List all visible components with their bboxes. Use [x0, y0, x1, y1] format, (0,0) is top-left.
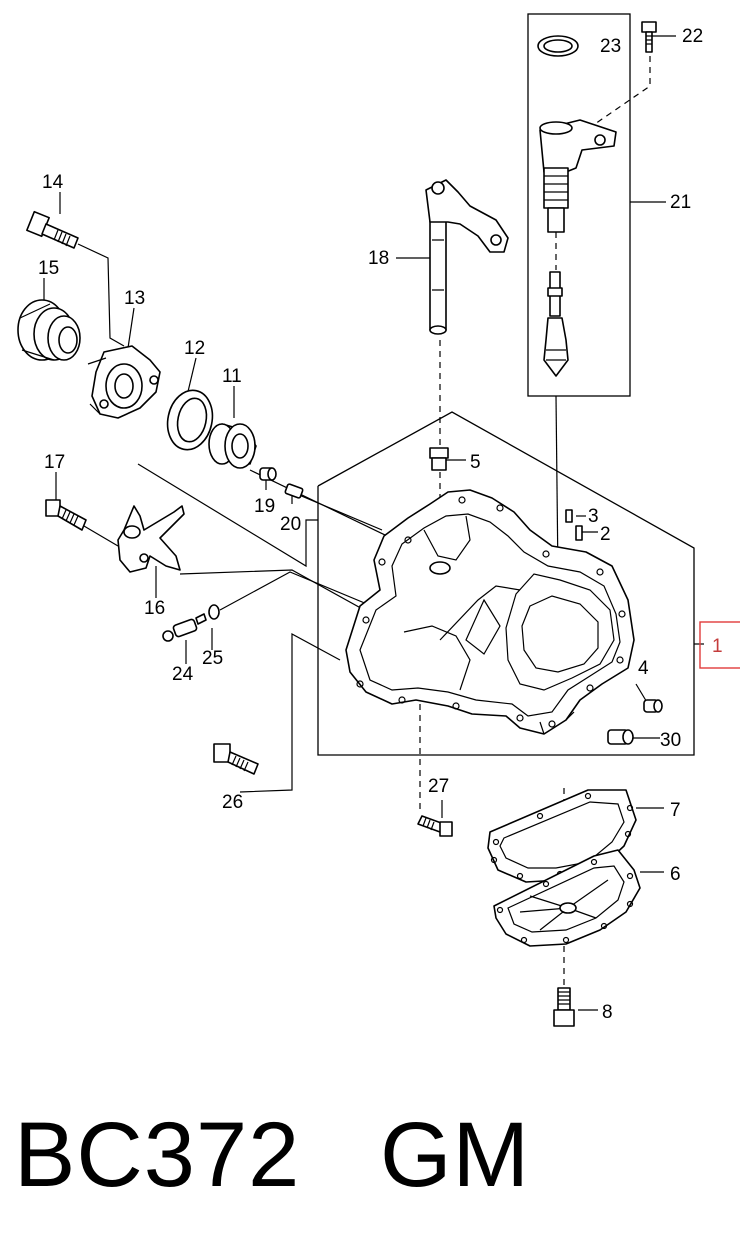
- washer-12-icon: [166, 389, 214, 451]
- shift-shaft-18-icon: [425, 179, 509, 335]
- washer-25-icon: [208, 604, 220, 620]
- plug-19-icon: [259, 467, 277, 481]
- callout-3: 3: [588, 506, 599, 527]
- release-sleeve-13-icon: [87, 345, 161, 419]
- speedometer-gear-21-icon: [539, 119, 617, 377]
- callout-labels: 1 2 3 4 5 6 7 8 11 12 13 14 15 16 17 18 …: [38, 26, 723, 1023]
- caption-gap: [300, 1104, 380, 1206]
- pin-2-icon: [575, 525, 583, 541]
- bolt-22-icon: [641, 21, 657, 53]
- callout-1: 1: [712, 636, 723, 657]
- pin-3-icon: [565, 509, 573, 523]
- drain-bolt-8-icon: [553, 987, 575, 1027]
- brand-name: GM: [380, 1104, 531, 1206]
- shift-lever-16-icon: [117, 505, 185, 573]
- transaxle-case-exploded-diagram: 1 2 3 4 5 6 7 8 11 12 13 14 15 16 17 18 …: [17, 13, 740, 1027]
- callout-2: 2: [600, 524, 611, 545]
- bolt-14-icon: [26, 210, 79, 249]
- pin-20-icon: [284, 483, 304, 499]
- switch-24-icon: [162, 613, 207, 642]
- bolt-26-icon: [213, 743, 259, 775]
- oil-pan-6-icon: [493, 849, 641, 947]
- callout-7: 7: [670, 800, 681, 821]
- plug-30-icon: [607, 729, 634, 745]
- callout-15: 15: [38, 258, 59, 279]
- case-bolt-holes: [356, 496, 626, 728]
- callout-26: 26: [222, 792, 243, 813]
- bolt-17-icon: [45, 499, 87, 531]
- callout-27: 27: [428, 776, 449, 797]
- callout-1-highlight: [699, 621, 740, 669]
- callout-24: 24: [172, 664, 194, 685]
- oil-seal-15-icon: [17, 299, 81, 361]
- callout-18: 18: [368, 248, 389, 269]
- case-group-outline: [317, 411, 695, 756]
- bolt-4-icon: [643, 699, 663, 713]
- part-code: BC372: [14, 1104, 301, 1206]
- callout-20: 20: [280, 514, 301, 535]
- plug-5-icon: [429, 447, 449, 471]
- callout-4: 4: [638, 658, 649, 679]
- callout-12: 12: [184, 338, 205, 359]
- transaxle-case-1-icon: [345, 489, 635, 735]
- callout-21: 21: [670, 192, 691, 213]
- callout-11: 11: [222, 366, 242, 387]
- callout-14: 14: [42, 172, 64, 193]
- bearing-11-icon: [208, 423, 257, 469]
- callout-6: 6: [670, 864, 681, 885]
- callout-23: 23: [600, 36, 621, 57]
- callout-8: 8: [602, 1002, 613, 1023]
- callout-5: 5: [470, 452, 481, 473]
- callout-25: 25: [202, 648, 223, 669]
- callout-13: 13: [124, 288, 145, 309]
- callout-16: 16: [144, 598, 165, 619]
- o-ring-23-icon: [537, 35, 579, 57]
- callout-19: 19: [254, 496, 275, 517]
- callout-17: 17: [44, 452, 65, 473]
- bolt-27-icon: [417, 815, 453, 837]
- callout-30: 30: [660, 730, 681, 751]
- callout-22: 22: [682, 26, 703, 47]
- speedometer-group-box: [527, 13, 631, 397]
- oil-pan-6-holes: [496, 858, 634, 944]
- part-caption: BC372 GM: [14, 1100, 530, 1210]
